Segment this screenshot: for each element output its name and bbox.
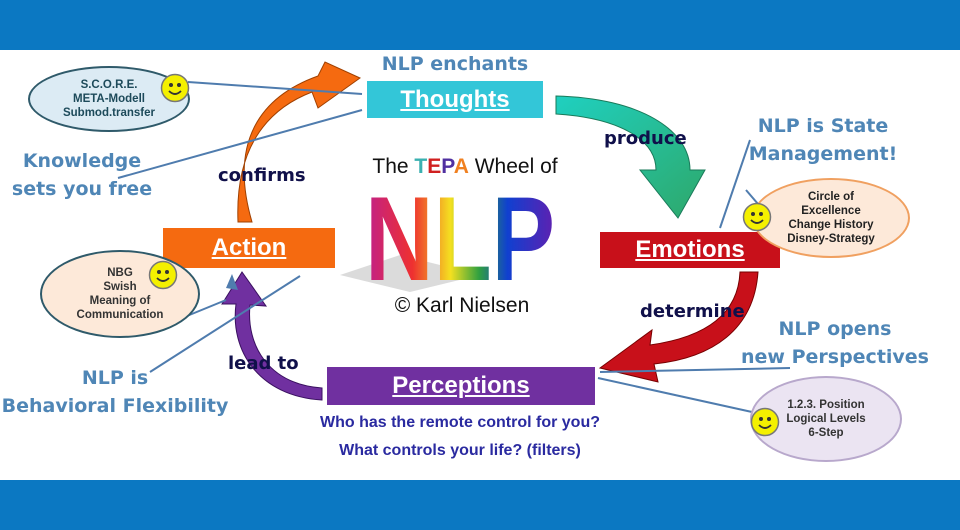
lead-to-label: lead to xyxy=(228,353,299,374)
technique: S.C.O.R.E. xyxy=(80,79,138,91)
technique: 6-Step xyxy=(808,427,844,439)
smiley-icon xyxy=(160,73,190,103)
technique: META-Modell xyxy=(73,93,145,105)
thoughts-box: Thoughts xyxy=(367,81,543,118)
smiley-icon xyxy=(742,202,772,232)
confirms-label: confirms xyxy=(218,165,306,186)
question-1: Who has the remote control for you? xyxy=(319,414,600,431)
emotions-box: Emotions xyxy=(600,232,780,268)
nlp-rainbow-logo: NLP xyxy=(340,180,555,295)
perceptions-box: Perceptions xyxy=(327,367,595,405)
perspectives-label: NLP opens new Perspectives xyxy=(740,315,930,371)
arrow-lead-to xyxy=(221,271,323,401)
callout-lines xyxy=(117,81,791,413)
technique: Communication xyxy=(76,309,164,321)
flexibility-line-1: NLP is xyxy=(81,367,149,389)
produce-label: produce xyxy=(604,128,687,149)
technique: Excellence xyxy=(801,205,861,217)
wheel-title: The TEPA Wheel of xyxy=(345,155,585,179)
arrow-produce xyxy=(555,95,706,219)
action-box: Action xyxy=(163,228,335,268)
nlp-enchants-label: NLP enchants xyxy=(381,53,529,75)
smiley-icon xyxy=(750,407,780,437)
technique: Meaning of xyxy=(89,295,151,307)
knowledge-line-2: sets you free xyxy=(11,178,153,200)
knowledge-label: Knowledge sets you free xyxy=(8,147,156,203)
flexibility-line-2: Behavioral Flexibility xyxy=(1,395,229,417)
perspectives-line-1: NLP opens xyxy=(778,318,892,340)
state-line-2: Management! xyxy=(748,143,898,165)
tepa-a: A xyxy=(453,155,469,178)
technique: Change History xyxy=(788,219,874,231)
technique: 1.2.3. Position xyxy=(787,399,865,411)
technique: Circle of xyxy=(807,191,854,203)
logo-text: NLP xyxy=(365,180,555,295)
callout-arrowhead xyxy=(226,274,238,290)
technique: Swish xyxy=(103,281,137,293)
tepa-t: T xyxy=(414,155,428,178)
top-banner xyxy=(0,0,960,50)
arrow-determine xyxy=(598,271,759,383)
perspectives-line-2: new Perspectives xyxy=(741,346,929,368)
determine-label: determine xyxy=(640,301,745,322)
tepa-e: E xyxy=(427,155,442,178)
logo-shadow xyxy=(340,255,480,292)
bottom-banner xyxy=(0,480,960,530)
technique: Logical Levels xyxy=(786,413,866,425)
technique: Disney-Strategy xyxy=(787,233,875,245)
title-suffix: Wheel of xyxy=(468,155,558,178)
copyright: © Karl Nielsen xyxy=(394,294,530,317)
knowledge-line-1: Knowledge xyxy=(22,150,142,172)
tepa-p: P xyxy=(441,155,454,178)
questions: Who has the remote control for you? What… xyxy=(280,409,640,465)
arrow-confirms xyxy=(237,61,361,223)
smiley-icon xyxy=(148,260,178,290)
title-prefix: The xyxy=(372,155,415,178)
state-line-1: NLP is State xyxy=(757,115,889,137)
flexibility-label: NLP is Behavioral Flexibility xyxy=(0,364,230,420)
technique: Submod.transfer xyxy=(62,107,155,119)
technique: NBG xyxy=(107,267,133,279)
question-2: What controls your life? (filters) xyxy=(339,442,581,459)
